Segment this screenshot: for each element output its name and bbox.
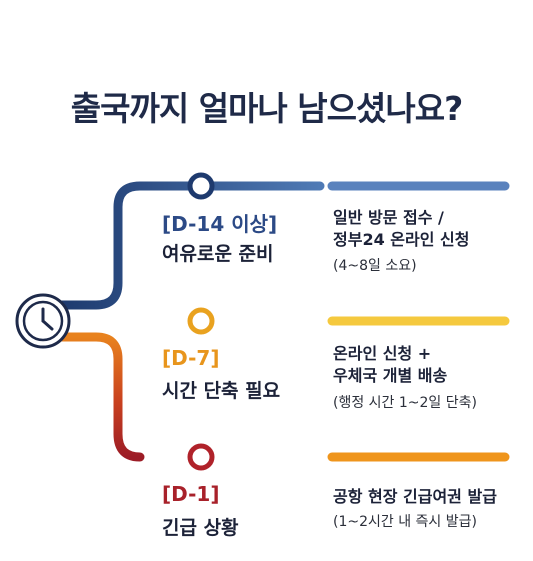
branch-line-d1	[55, 332, 145, 462]
stage-d14-desc-line1: 일반 방문 접수 /	[333, 208, 444, 227]
stage-d7-note: (행정 시간 1~2일 단축)	[333, 395, 477, 411]
stage-d14-tag: [D-14 이상]	[162, 212, 278, 236]
stage-d7-desc-line1: 온라인 신청 +	[333, 344, 432, 363]
page-title: 출국까지 얼마나 남으셨나요?	[70, 89, 463, 128]
clock-icon	[15, 293, 71, 349]
branch-line-d14	[55, 181, 325, 310]
stage-d1-desc-line1: 공항 현장 긴급여권 발급	[333, 487, 497, 506]
stage-d1-heading: 긴급 상황	[162, 517, 239, 539]
stage-d7-tag: [D-7]	[162, 346, 220, 370]
stage-d14-note: (4~8일 소요)	[333, 258, 417, 274]
stage-d14-desc-line2: 정부24 온라인 신청	[333, 230, 470, 249]
node-d7	[187, 307, 215, 335]
stage-d1-tag: [D-1]	[162, 482, 220, 506]
node-d14	[187, 172, 215, 200]
node-d1	[187, 443, 215, 471]
stage-d1-note: (1~2시간 내 즉시 발급)	[333, 514, 477, 530]
stage-d7-desc-line2: 우체국 개별 배송	[333, 366, 448, 385]
stage-d7-heading: 시간 단축 필요	[162, 380, 281, 402]
stage-d14-heading: 여유로운 준비	[162, 243, 274, 265]
